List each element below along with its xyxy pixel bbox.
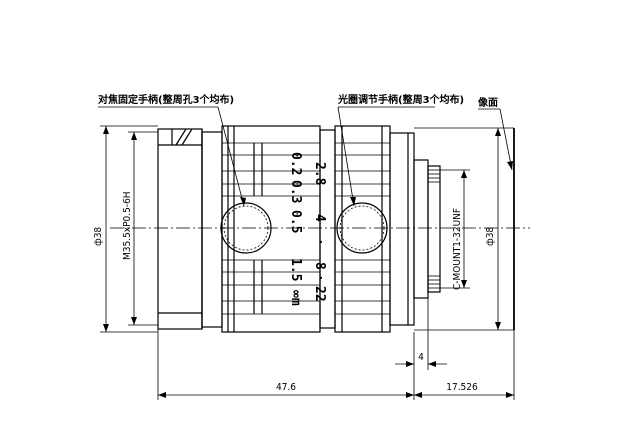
iris-handle-label: 光圈调节手柄(整周3个均布): [337, 93, 464, 106]
distance-mark: 0.3: [288, 180, 303, 203]
right-diameter-dimension: [414, 127, 514, 331]
aperture-mark: 22: [312, 286, 327, 302]
aperture-mark: 2.8: [312, 162, 327, 186]
aperture-ring-knurl: [335, 126, 390, 332]
left-diameter-value: ф38: [93, 227, 104, 246]
body-length-dimension: [158, 392, 414, 398]
focus-handle-label: 对焦固定手柄(整周孔3个均布): [98, 93, 234, 106]
lens-front-cap: [157, 128, 203, 330]
mount-value: C-MOUNT1-32UNF: [452, 208, 463, 290]
left-diameter-dimension: [100, 125, 158, 333]
mount-dimension: [440, 169, 470, 289]
thread-value: M35.5xP0.5-6H: [122, 191, 133, 260]
distance-mark: ∞m: [288, 290, 303, 306]
mount-length-value: 4: [418, 352, 424, 363]
focus-knob-icon: [220, 202, 272, 254]
aperture-mark: 8: [312, 262, 327, 270]
flange-distance-value: 17.526: [446, 382, 478, 393]
aperture-scale: 2.8 4 · 8 · 22: [312, 162, 327, 302]
distance-mark: 0.2: [288, 152, 303, 175]
aperture-mark: ·: [312, 238, 327, 246]
c-mount-thread: [427, 165, 441, 293]
right-diameter-value: ф38: [485, 227, 496, 246]
image-plane-label: 像面: [477, 96, 498, 109]
extension-lines: [157, 298, 515, 400]
aperture-knob-icon: [336, 202, 388, 254]
aperture-mark: ·: [312, 274, 327, 282]
flange-distance-dimension: [414, 392, 514, 398]
body-length-value: 47.6: [276, 382, 296, 393]
iris-handle-leader: [337, 106, 435, 207]
focus-handle-leader: [98, 106, 246, 207]
aperture-mark: 4: [312, 214, 327, 222]
image-plane-leader: [478, 108, 515, 330]
distance-mark: 0.5: [288, 210, 303, 233]
focus-ring-left: [201, 131, 223, 328]
distance-mark: 1.5: [288, 258, 303, 281]
thread-dimension: [128, 131, 158, 326]
mount-collar: [413, 159, 429, 299]
focus-ring-knurl: [222, 126, 320, 332]
distance-scale: 0.2 0.3 0.5 1.5 ∞m: [288, 152, 303, 306]
lens-rear-barrel: [389, 132, 415, 326]
mount-length-dimension: [395, 361, 447, 367]
